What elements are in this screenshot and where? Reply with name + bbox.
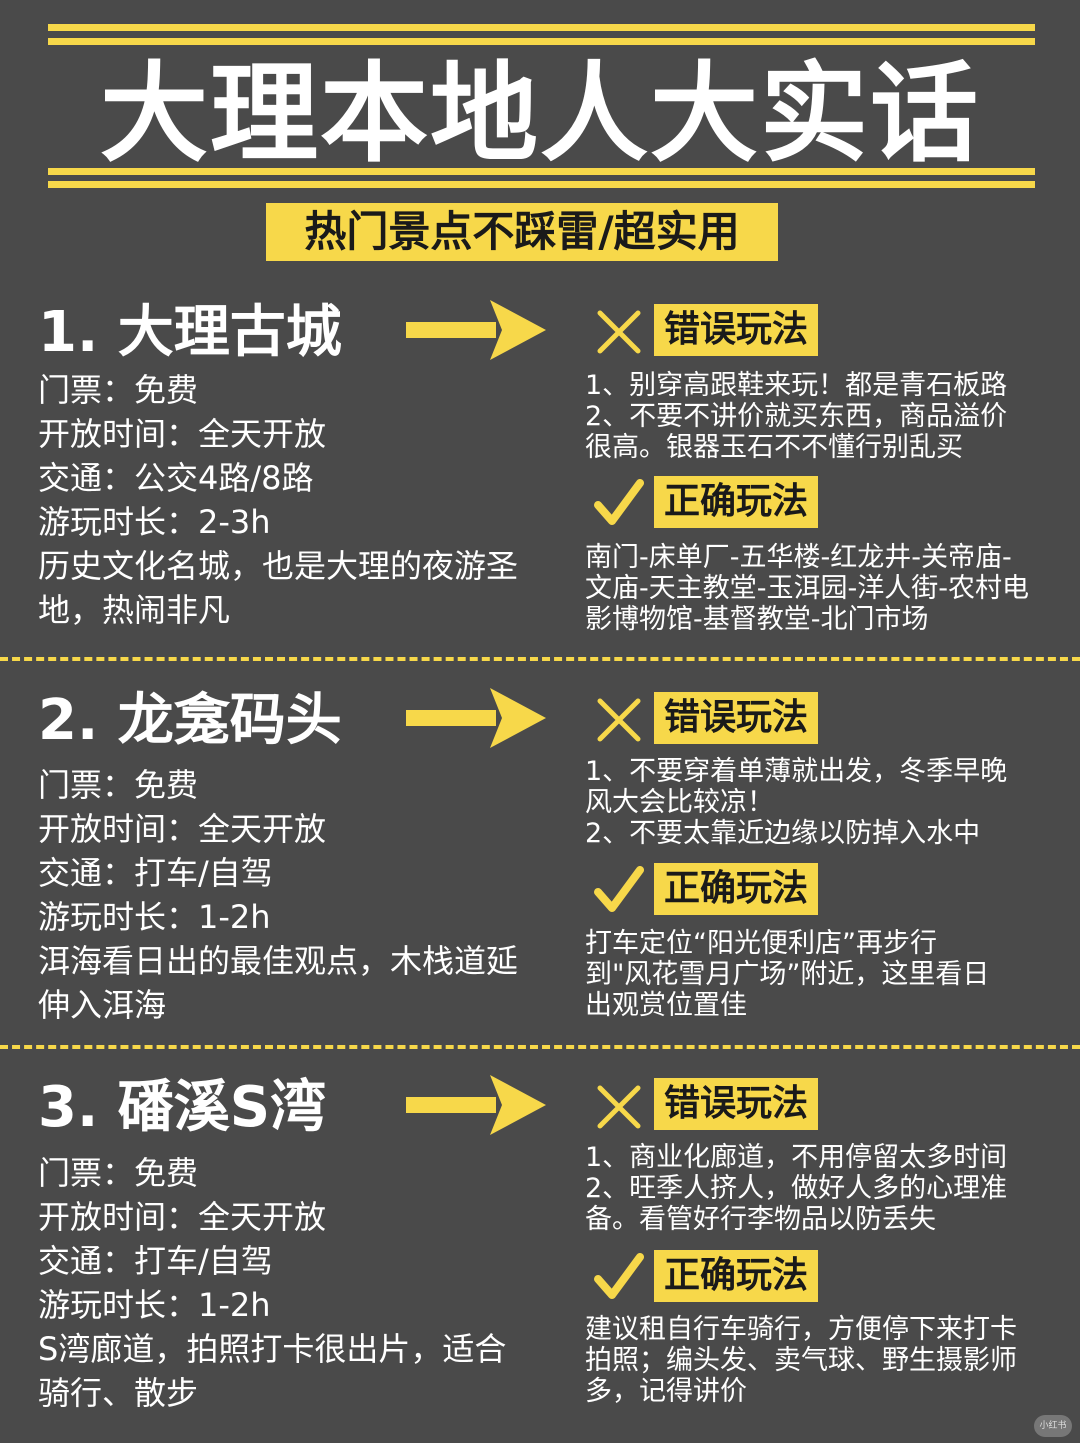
duration-info: 游玩时长：2-3h (38, 503, 271, 541)
check-icon (594, 1253, 644, 1299)
wrong-play-tag: 错误玩法 (654, 304, 819, 356)
right-line: 建议租自行车骑行，方便停下来打卡 (585, 1314, 1017, 1345)
page-subtitle: 热门景点不踩雷/超实用 (266, 203, 778, 261)
wrong-play-tag: 错误玩法 (654, 1078, 819, 1130)
right-play-tag: 正确玩法 (654, 1250, 819, 1302)
right-line: 影博物馆-基督教堂-北门市场 (585, 604, 929, 635)
right-arrow-icon (406, 1075, 546, 1135)
wrong-line: 1、不要穿着单薄就出发，冬季早晚 (585, 756, 1008, 787)
ticket-info: 门票：免费 (38, 371, 199, 409)
section-info: 门票：免费 开放时间：全天开放 交通：打车/自驾 游玩时长：1-2h 洱海看日出… (38, 763, 538, 1027)
wrong-line: 1、商业化廊道，不用停留太多时间 (585, 1142, 1008, 1173)
right-line: 多，记得讲价 (585, 1376, 747, 1407)
section-title: 2. 龙龛码头 (38, 688, 342, 753)
ticket-info: 门票：免费 (38, 1154, 199, 1192)
section-info: 门票：免费 开放时间：全天开放 交通：公交4路/8路 游玩时长：2-3h 历史文… (38, 368, 538, 632)
right-line: 出观赏位置佳 (585, 990, 747, 1021)
section-info: 门票：免费 开放时间：全天开放 交通：打车/自驾 游玩时长：1-2h S湾廊道，… (38, 1151, 538, 1415)
transport-info: 交通：公交4路/8路 (38, 459, 314, 497)
ticket-info: 门票：免费 (38, 766, 199, 804)
hours-info: 开放时间：全天开放 (38, 810, 327, 848)
wrong-line: 2、不要不讲价就买东西，商品溢价 (585, 401, 1008, 432)
wrong-play-text: 1、商业化廊道，不用停留太多时间 2、旺季人挤人，做好人多的心理准 备。看管好行… (585, 1142, 1055, 1235)
hours-info: 开放时间：全天开放 (38, 415, 327, 453)
wrong-line: 很高。银器玉石不不懂行别乱买 (585, 432, 963, 463)
section-description: 洱海看日出的最佳观点，木栈道延伸入洱海 (38, 942, 519, 1024)
section-divider (0, 657, 1080, 661)
section-description: 历史文化名城，也是大理的夜游圣地，热闹非凡 (38, 547, 519, 629)
right-play-text: 南门-床单厂-五华楼-红龙井-关帝庙- 文庙-天主教堂-玉洱园-洋人街-农村电 … (585, 542, 1055, 635)
header-bottom-line-2 (48, 181, 1035, 188)
right-line: 南门-床单厂-五华楼-红龙井-关帝庙- (585, 542, 1012, 573)
right-line: 拍照；编头发、卖气球、野生摄影师 (585, 1345, 1017, 1376)
duration-info: 游玩时长：1-2h (38, 1286, 271, 1324)
header-top-line-2 (48, 38, 1035, 45)
cross-icon (597, 698, 641, 742)
right-line: 打车定位“阳光便利店”再步行 (585, 928, 937, 959)
wrong-line: 1、别穿高跟鞋来玩！都是青石板路 (585, 370, 1008, 401)
wrong-play-text: 1、别穿高跟鞋来玩！都是青石板路 2、不要不讲价就买东西，商品溢价 很高。银器玉… (585, 370, 1055, 463)
watermark-logo: 小红书 (1034, 1415, 1072, 1437)
right-arrow-icon (406, 300, 546, 360)
right-play-tag: 正确玩法 (654, 476, 819, 528)
header-bottom-line-1 (48, 168, 1035, 175)
transport-info: 交通：打车/自驾 (38, 854, 273, 892)
transport-info: 交通：打车/自驾 (38, 1242, 273, 1280)
section-description: S湾廊道，拍照打卡很出片，适合骑行、散步 (38, 1330, 507, 1412)
cross-icon (597, 310, 641, 354)
right-play-text: 打车定位“阳光便利店”再步行 到"风花雪月广场”附近，这里看日 出观赏位置佳 (585, 928, 1055, 1021)
wrong-line: 2、旺季人挤人，做好人多的心理准 (585, 1173, 1008, 1204)
wrong-line: 备。看管好行李物品以防丢失 (585, 1204, 936, 1235)
duration-info: 游玩时长：1-2h (38, 898, 271, 936)
right-play-text: 建议租自行车骑行，方便停下来打卡 拍照；编头发、卖气球、野生摄影师 多，记得讲价 (585, 1314, 1055, 1407)
wrong-play-text: 1、不要穿着单薄就出发，冬季早晚 风大会比较凉！ 2、不要太靠近边缘以防掉入水中 (585, 756, 1055, 849)
right-play-tag: 正确玩法 (654, 863, 819, 915)
check-icon (594, 479, 644, 525)
page-title: 大理本地人大实话 (99, 52, 980, 177)
wrong-play-tag: 错误玩法 (654, 692, 819, 744)
right-line: 文庙-天主教堂-玉洱园-洋人街-农村电 (585, 573, 1029, 604)
cross-icon (597, 1085, 641, 1129)
wrong-line: 2、不要太靠近边缘以防掉入水中 (585, 818, 981, 849)
hours-info: 开放时间：全天开放 (38, 1198, 327, 1236)
section-title: 3. 磻溪S湾 (38, 1075, 327, 1140)
section-divider (0, 1045, 1080, 1049)
check-icon (594, 866, 644, 912)
right-line: 到"风花雪月广场”附近，这里看日 (585, 959, 990, 990)
header-top-line-1 (48, 24, 1035, 31)
right-arrow-icon (406, 688, 546, 748)
section-title: 1. 大理古城 (38, 300, 342, 365)
wrong-line: 风大会比较凉！ (585, 787, 774, 818)
